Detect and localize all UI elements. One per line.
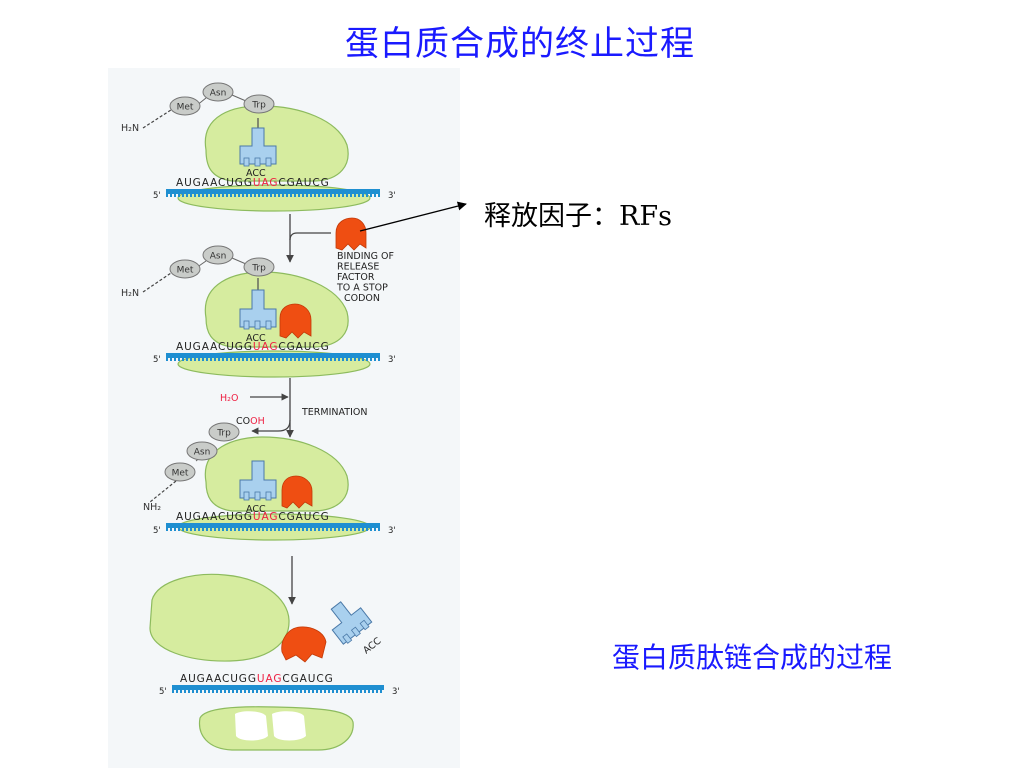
trna — [239, 278, 277, 330]
amino-acid-label: Asn — [194, 448, 211, 458]
release-factor — [281, 475, 313, 509]
sequence-after-stop: CGAUCG — [278, 177, 329, 189]
step-2-label: TERMINATION — [301, 407, 367, 418]
amino-acid: Trp — [208, 422, 240, 442]
ribosome-groove — [235, 711, 268, 741]
panel-3: ACC Trp Asn Met NH₂ AUGAACUGGUAGCGAUCG 5… — [143, 422, 396, 541]
water-label: H₂O — [220, 393, 238, 404]
release-factor — [279, 303, 312, 339]
anticodon-label: ACC — [246, 333, 266, 344]
sequence-after-stop: CGAUCG — [278, 341, 329, 353]
amino-acid: Trp — [243, 257, 275, 277]
ribosome-large-subunit — [149, 573, 290, 662]
amine-terminus: H₂N — [121, 288, 139, 299]
mrna-sequence: AUGAACUGGUAGCGAUCG — [180, 673, 334, 685]
amino-acid-label: Asn — [210, 89, 227, 99]
panel-1: ACC Asn Met Trp H₂N AUGAACUGGUAGCGAUCG 5… — [121, 82, 396, 212]
five-prime-label: 5' — [153, 191, 161, 201]
three-prime-label: 3' — [392, 687, 400, 697]
sequence-after-stop: CGAUCG — [282, 673, 333, 685]
mrna-sequence: AUGAACUGGUAGCGAUCG — [176, 177, 330, 189]
amino-acid-label: Met — [172, 469, 189, 479]
amino-acid: Trp — [243, 94, 275, 114]
stop-codon: UAG — [253, 341, 279, 353]
slide-caption: 蛋白质肽链合成的过程 — [612, 641, 893, 674]
stop-codon: UAG — [257, 673, 283, 685]
five-prime-label: 5' — [153, 526, 161, 536]
sequence-before-stop: AUGAACUGG — [176, 511, 253, 523]
amino-acid-label: Met — [177, 266, 194, 276]
release-factor-annotation: 释放因子：RFs — [484, 201, 672, 232]
amino-acid: Met — [169, 96, 201, 116]
amino-acid-label: Trp — [251, 101, 266, 111]
stop-codon: UAG — [253, 511, 279, 523]
trna — [239, 460, 277, 501]
stop-codon: UAG — [253, 177, 279, 189]
amine-terminus: NH₂ — [143, 502, 161, 513]
slide-title: 蛋白质合成的终止过程 — [345, 24, 695, 64]
amino-acid: Asn — [202, 82, 234, 102]
amino-acid: Asn — [202, 245, 234, 265]
mrna-strand — [166, 189, 380, 194]
mrna-strand — [166, 353, 380, 358]
mrna-sequence: AUGAACUGGUAGCGAUCG — [176, 341, 330, 353]
step-1-arrow — [286, 214, 331, 263]
amino-acid-label: Trp — [216, 429, 231, 439]
five-prime-label: 5' — [159, 687, 167, 697]
release-factor — [281, 626, 327, 663]
three-prime-label: 3' — [388, 526, 396, 536]
amino-acid-label: Met — [177, 103, 194, 113]
release-factor — [335, 217, 367, 251]
ribosome-large-subunit — [204, 271, 349, 348]
anticodon-label: ACC — [246, 504, 266, 515]
amine-terminus: H₂N — [121, 123, 139, 134]
trna — [239, 118, 277, 167]
annotation-arrow — [359, 201, 467, 232]
sequence-before-stop: AUGAACUGG — [176, 177, 253, 189]
mrna-strand — [166, 523, 380, 528]
panel-2: ACC Asn Met Trp H₂N AUGAACUGGUAGCGAUCG 5… — [121, 245, 396, 378]
three-prime-label: 3' — [388, 191, 396, 201]
mrna-sequence: AUGAACUGGUAGCGAUCG — [176, 511, 330, 523]
amino-acid-label: Asn — [210, 252, 227, 262]
three-prime-label: 3' — [388, 355, 396, 365]
step-1-label: BINDING OF RELEASE FACTOR TO A STOP CODO… — [336, 251, 397, 304]
amino-acid: Met — [169, 259, 201, 279]
carboxyl-label: COOH — [236, 416, 265, 427]
amino-acid-label: Trp — [251, 264, 266, 274]
anticodon-label: ACC — [246, 168, 266, 179]
ribosome-groove — [272, 711, 306, 741]
sequence-after-stop: CGAUCG — [278, 511, 329, 523]
five-prime-label: 5' — [153, 355, 161, 365]
panel-4: ACC AUGAACUGGUAGCGAUCG 5' 3' — [149, 573, 400, 751]
trna — [330, 601, 373, 645]
sequence-before-stop: AUGAACUGG — [180, 673, 257, 685]
sequence-before-stop: AUGAACUGG — [176, 341, 253, 353]
step-2-arrow — [250, 378, 294, 438]
amino-acid: Asn — [186, 441, 218, 461]
amino-acid: Met — [164, 462, 196, 482]
